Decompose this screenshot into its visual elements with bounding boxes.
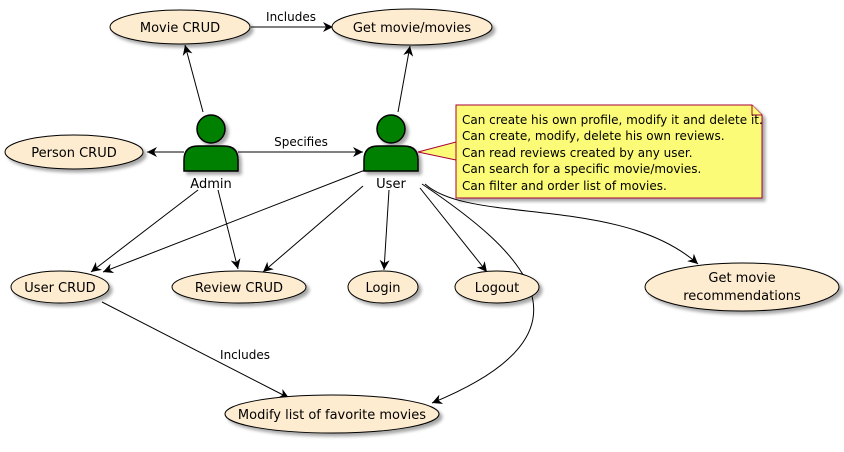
edge-user-to-login [379,189,390,271]
use-case-shape [454,270,540,304]
use-case-favorites: Modify list of favorite movies [224,394,440,434]
actor-label: Admin [190,177,231,192]
use-case-label: Logout [475,281,520,296]
actor-icon [363,114,419,172]
use-case-person-crud: Person CRUD [4,134,144,170]
use-case-label: Login [365,281,400,296]
use-case-label-line-1: Get movie [708,271,775,286]
edge-user-to-usercrud [102,164,379,274]
use-case-label: Modify list of favorite movies [238,408,426,423]
use-case-logout: Logout [454,270,540,304]
label-specifies: Specifies [274,135,328,149]
use-case-recommendations: Get movie recommendations [644,262,840,312]
use-case-shape [10,270,110,304]
use-case-shape [224,394,440,434]
use-case-shape [347,270,419,304]
actor-admin: Admin [183,114,239,192]
actor-label: User [376,177,406,192]
edge-user-to-getmovies [397,45,414,113]
note-fold [751,105,762,116]
actor-user: User [363,114,419,192]
label-includes-top: Includes [266,10,316,24]
use-case-user-crud: User CRUD [10,270,110,304]
edge-user-to-reviewcrud [262,185,364,273]
note-line: Can search for a specific movie/movies. [462,162,701,176]
use-case-label: Get movie/movies [353,21,472,36]
use-case-login: Login [347,270,419,304]
note-user-capabilities: Can create his own profile, modify it an… [417,104,763,199]
edge-admin-to-usercrud [90,189,199,273]
edge-admin-to-reviewcrud [217,189,241,270]
note-line: Can read reviews created by any user. [462,146,693,160]
note-connector [417,141,457,161]
use-case-label: Review CRUD [195,281,283,296]
note-line: Can create his own profile, modify it an… [462,113,763,127]
use-case-shape [644,262,840,312]
note-line: Can create, modify, delete his own revie… [462,129,725,143]
use-case-label: Movie CRUD [140,21,220,36]
use-case-shape [171,270,307,304]
edge-usercrud-to-favorites [101,301,290,399]
edges [90,22,699,404]
note-shape [455,104,763,199]
use-case-label: User CRUD [24,281,95,296]
use-case-shape [4,134,144,170]
use-case-review-crud: Review CRUD [171,270,307,304]
use-case-label: Person CRUD [31,146,116,161]
use-case-shape [331,8,493,46]
use-case-label-line-2: recommendations [683,289,801,304]
edge-user-to-recommendations [424,183,699,265]
edge-admin-to-moviecrud [182,44,204,113]
use-case-shape [109,9,251,45]
use-case-get-movies: Get movie/movies [331,8,493,46]
note-line: Can filter and order list of movies. [462,179,667,193]
actor-icon [183,114,239,172]
use-case-movie-crud: Movie CRUD [109,9,251,45]
label-includes-bottom: Includes [220,348,270,362]
edge-user-to-logout [419,187,488,273]
